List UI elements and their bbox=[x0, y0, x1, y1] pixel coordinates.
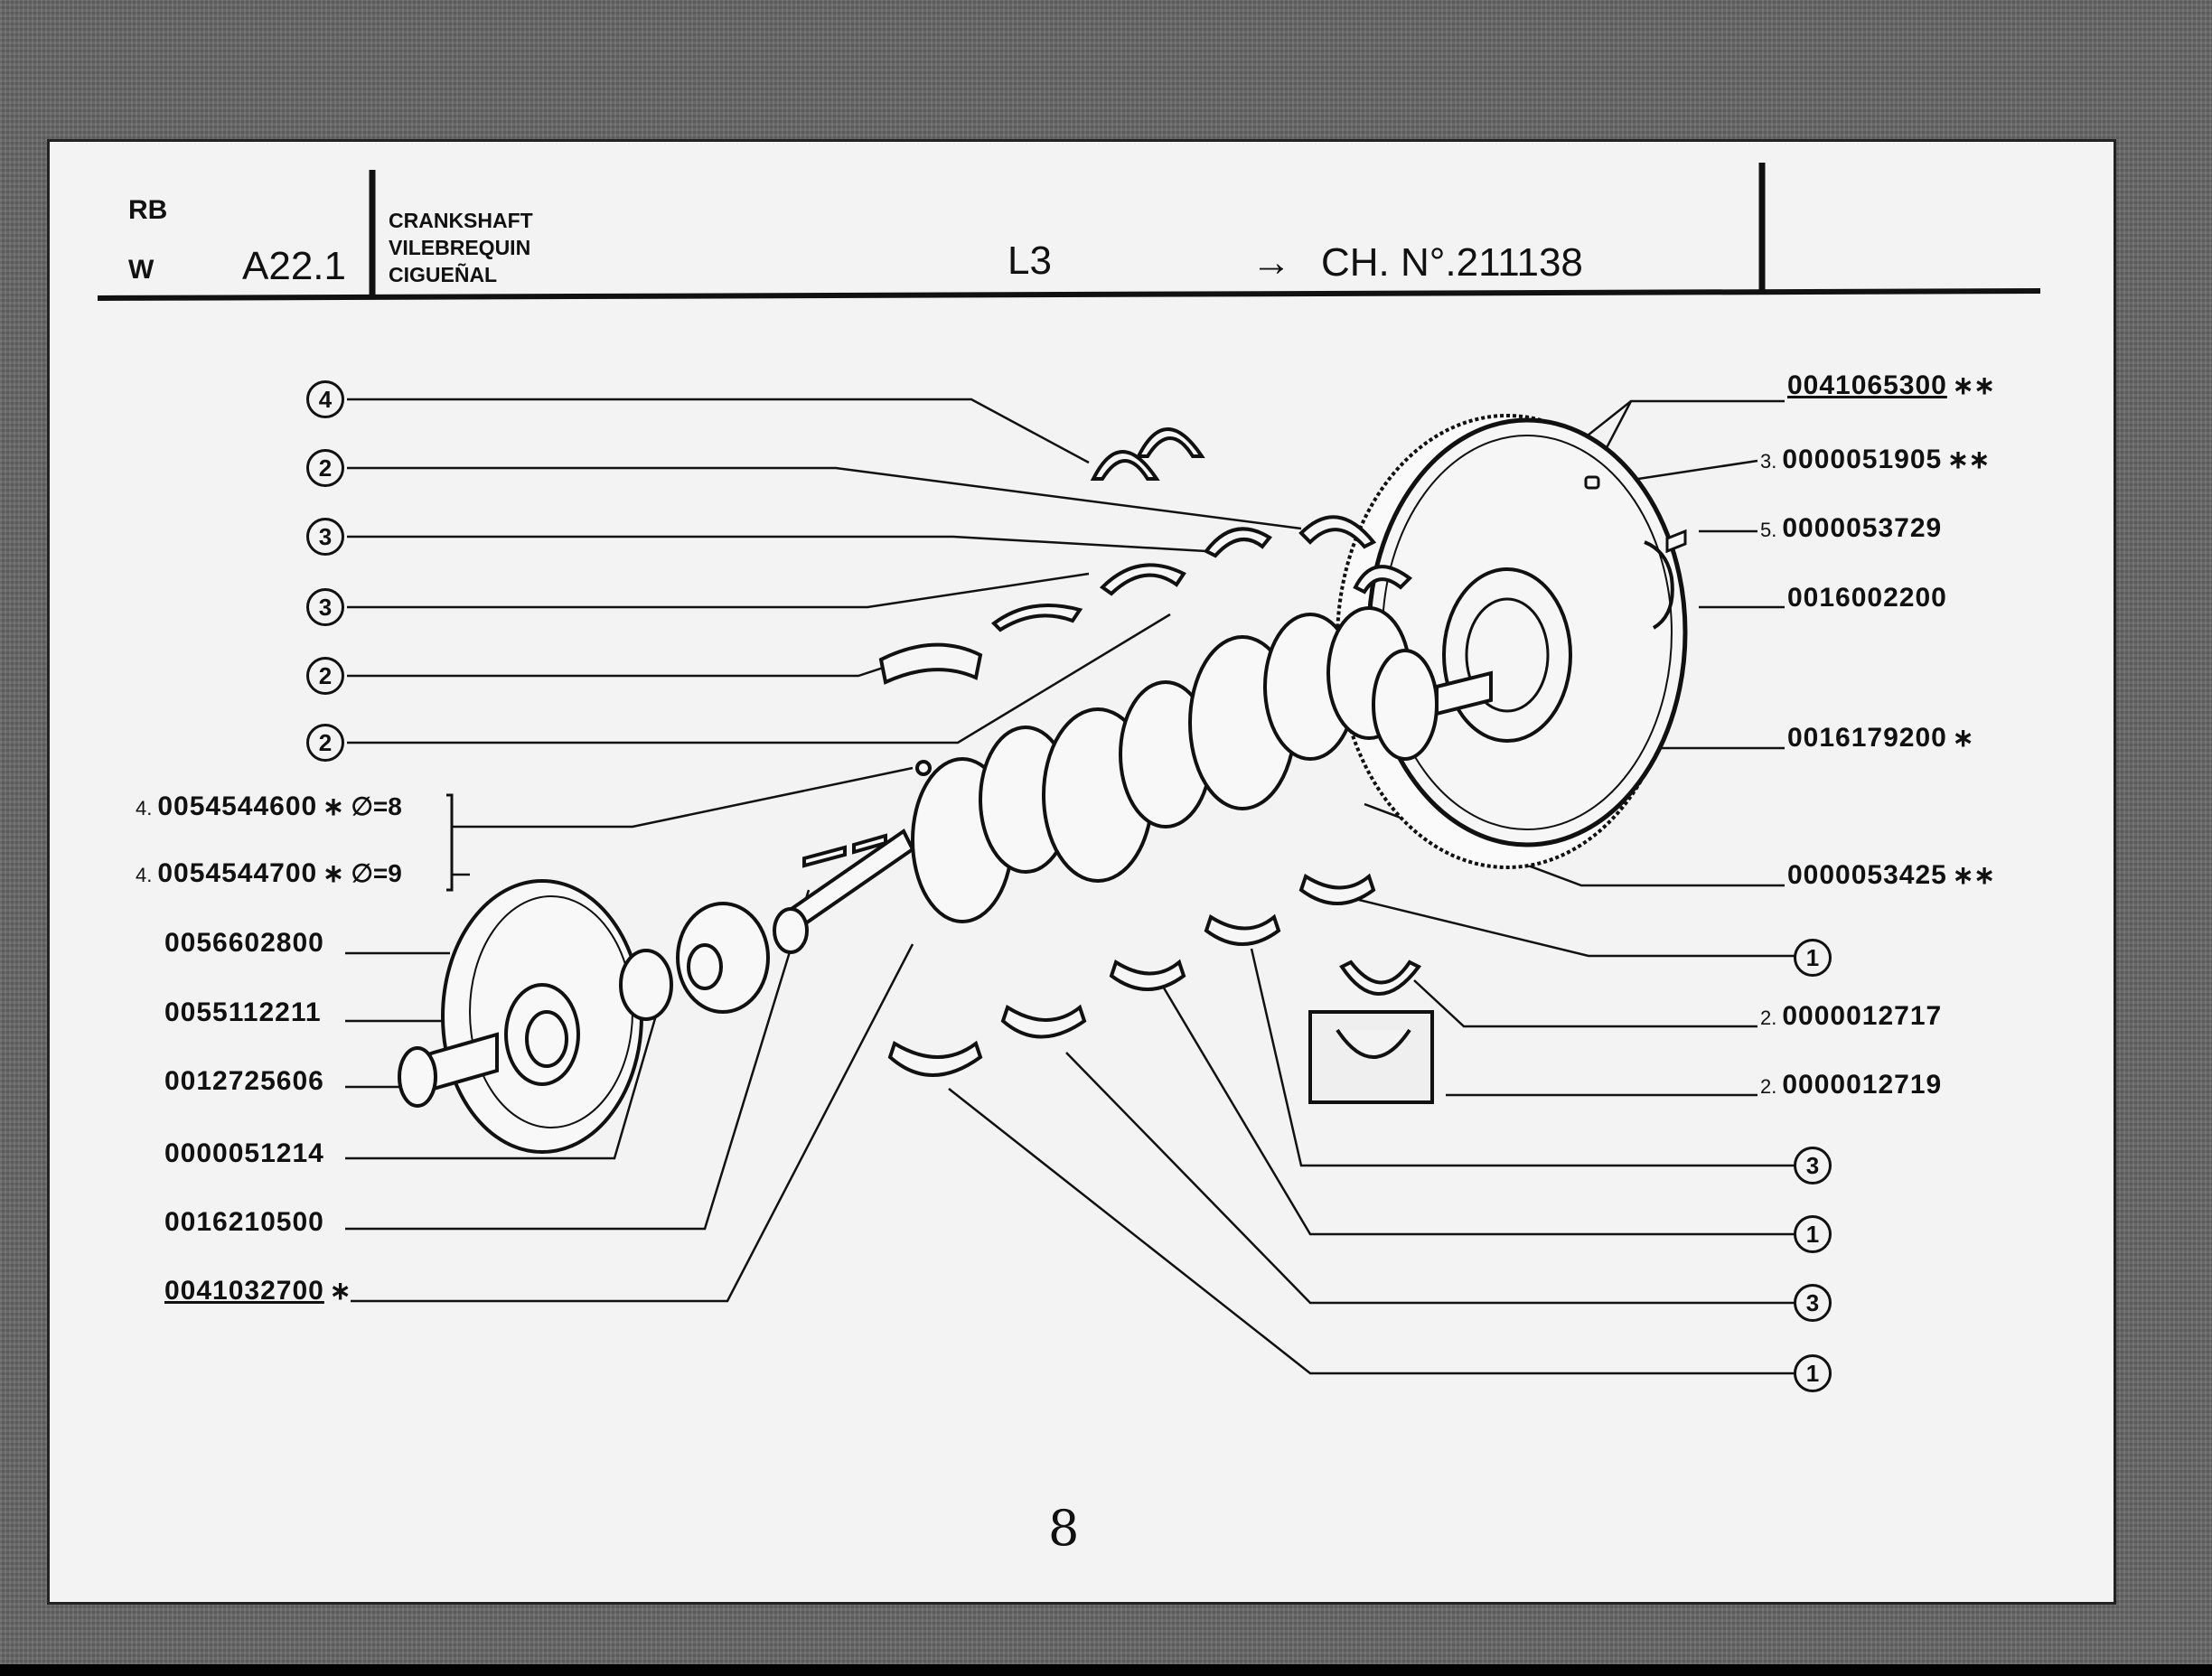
callout-circle: 3 bbox=[1794, 1284, 1832, 1322]
chassis-number: CH. N°.211138 bbox=[1321, 240, 1583, 285]
callout-circle: 2 bbox=[306, 657, 344, 695]
callout-circle: 3 bbox=[1794, 1147, 1832, 1184]
part-label-left: 0041032700∗ bbox=[164, 1276, 351, 1306]
header-rules bbox=[97, 163, 2041, 301]
leader-lines-left bbox=[345, 398, 1302, 1303]
title-english: CRANKSHAFT bbox=[389, 209, 533, 232]
part-label-left: 4.0054544700∗ ∅=9 bbox=[136, 858, 402, 888]
flywheel bbox=[1336, 414, 1688, 869]
part-label-left: 0055112211 bbox=[164, 997, 322, 1027]
callout-circle: 4 bbox=[306, 380, 344, 418]
callout-circle: 2 bbox=[306, 724, 344, 762]
dowel-pins bbox=[1584, 475, 1687, 554]
part-label-right: 0041065300∗∗ bbox=[1787, 370, 1995, 400]
section-code: A22.1 bbox=[242, 244, 346, 288]
header-code-w: W bbox=[128, 255, 155, 285]
part-label-left: 0000051214 bbox=[164, 1138, 324, 1168]
part-label-right: 0016002200 bbox=[1787, 583, 1947, 613]
part-label-left: 0056602800 bbox=[164, 928, 324, 958]
pulley-bolt bbox=[398, 1032, 499, 1108]
model-code: L3 bbox=[1008, 239, 1052, 283]
title-spanish: CIGUEÑAL bbox=[389, 263, 498, 286]
crank-pulley bbox=[441, 879, 643, 1154]
bearing-shells-upper bbox=[878, 427, 1413, 685]
callout-circle: 3 bbox=[306, 518, 344, 556]
part-label-right: 3.0000051905∗∗ bbox=[1760, 445, 1991, 474]
part-label-right: 0000053425∗∗ bbox=[1787, 860, 1995, 890]
bearing-shells-lower bbox=[887, 873, 1434, 1104]
part-label-left: 0016210500 bbox=[164, 1207, 324, 1237]
part-label-right: 0016179200∗ bbox=[1787, 723, 1974, 753]
part-label-right: 2.0000012717 bbox=[1760, 1001, 1943, 1031]
crankshaft bbox=[783, 606, 1493, 933]
bottom-border bbox=[0, 1664, 2212, 1676]
callout-circle: 2 bbox=[306, 449, 344, 487]
callout-circle: 1 bbox=[1794, 1215, 1832, 1253]
timing-gear-seal bbox=[619, 760, 932, 1021]
part-label-right: 2.0000012719 bbox=[1760, 1070, 1943, 1100]
part-label-right: 5.0000053729 bbox=[1760, 513, 1943, 543]
callout-circle: 1 bbox=[1794, 1354, 1832, 1392]
chassis-arrow: → bbox=[1251, 240, 1291, 285]
page-number: 8 bbox=[1048, 1500, 1080, 1557]
part-label-left: 0012725606 bbox=[164, 1066, 324, 1096]
title-french: VILEBREQUIN bbox=[389, 236, 531, 259]
diameter-bracket bbox=[446, 793, 454, 892]
callout-circle: 1 bbox=[1794, 939, 1832, 977]
header-code-rb: RB bbox=[128, 195, 168, 225]
part-label-left: 4.0054544600∗ ∅=8 bbox=[136, 791, 402, 821]
callout-circle: 3 bbox=[306, 588, 344, 626]
